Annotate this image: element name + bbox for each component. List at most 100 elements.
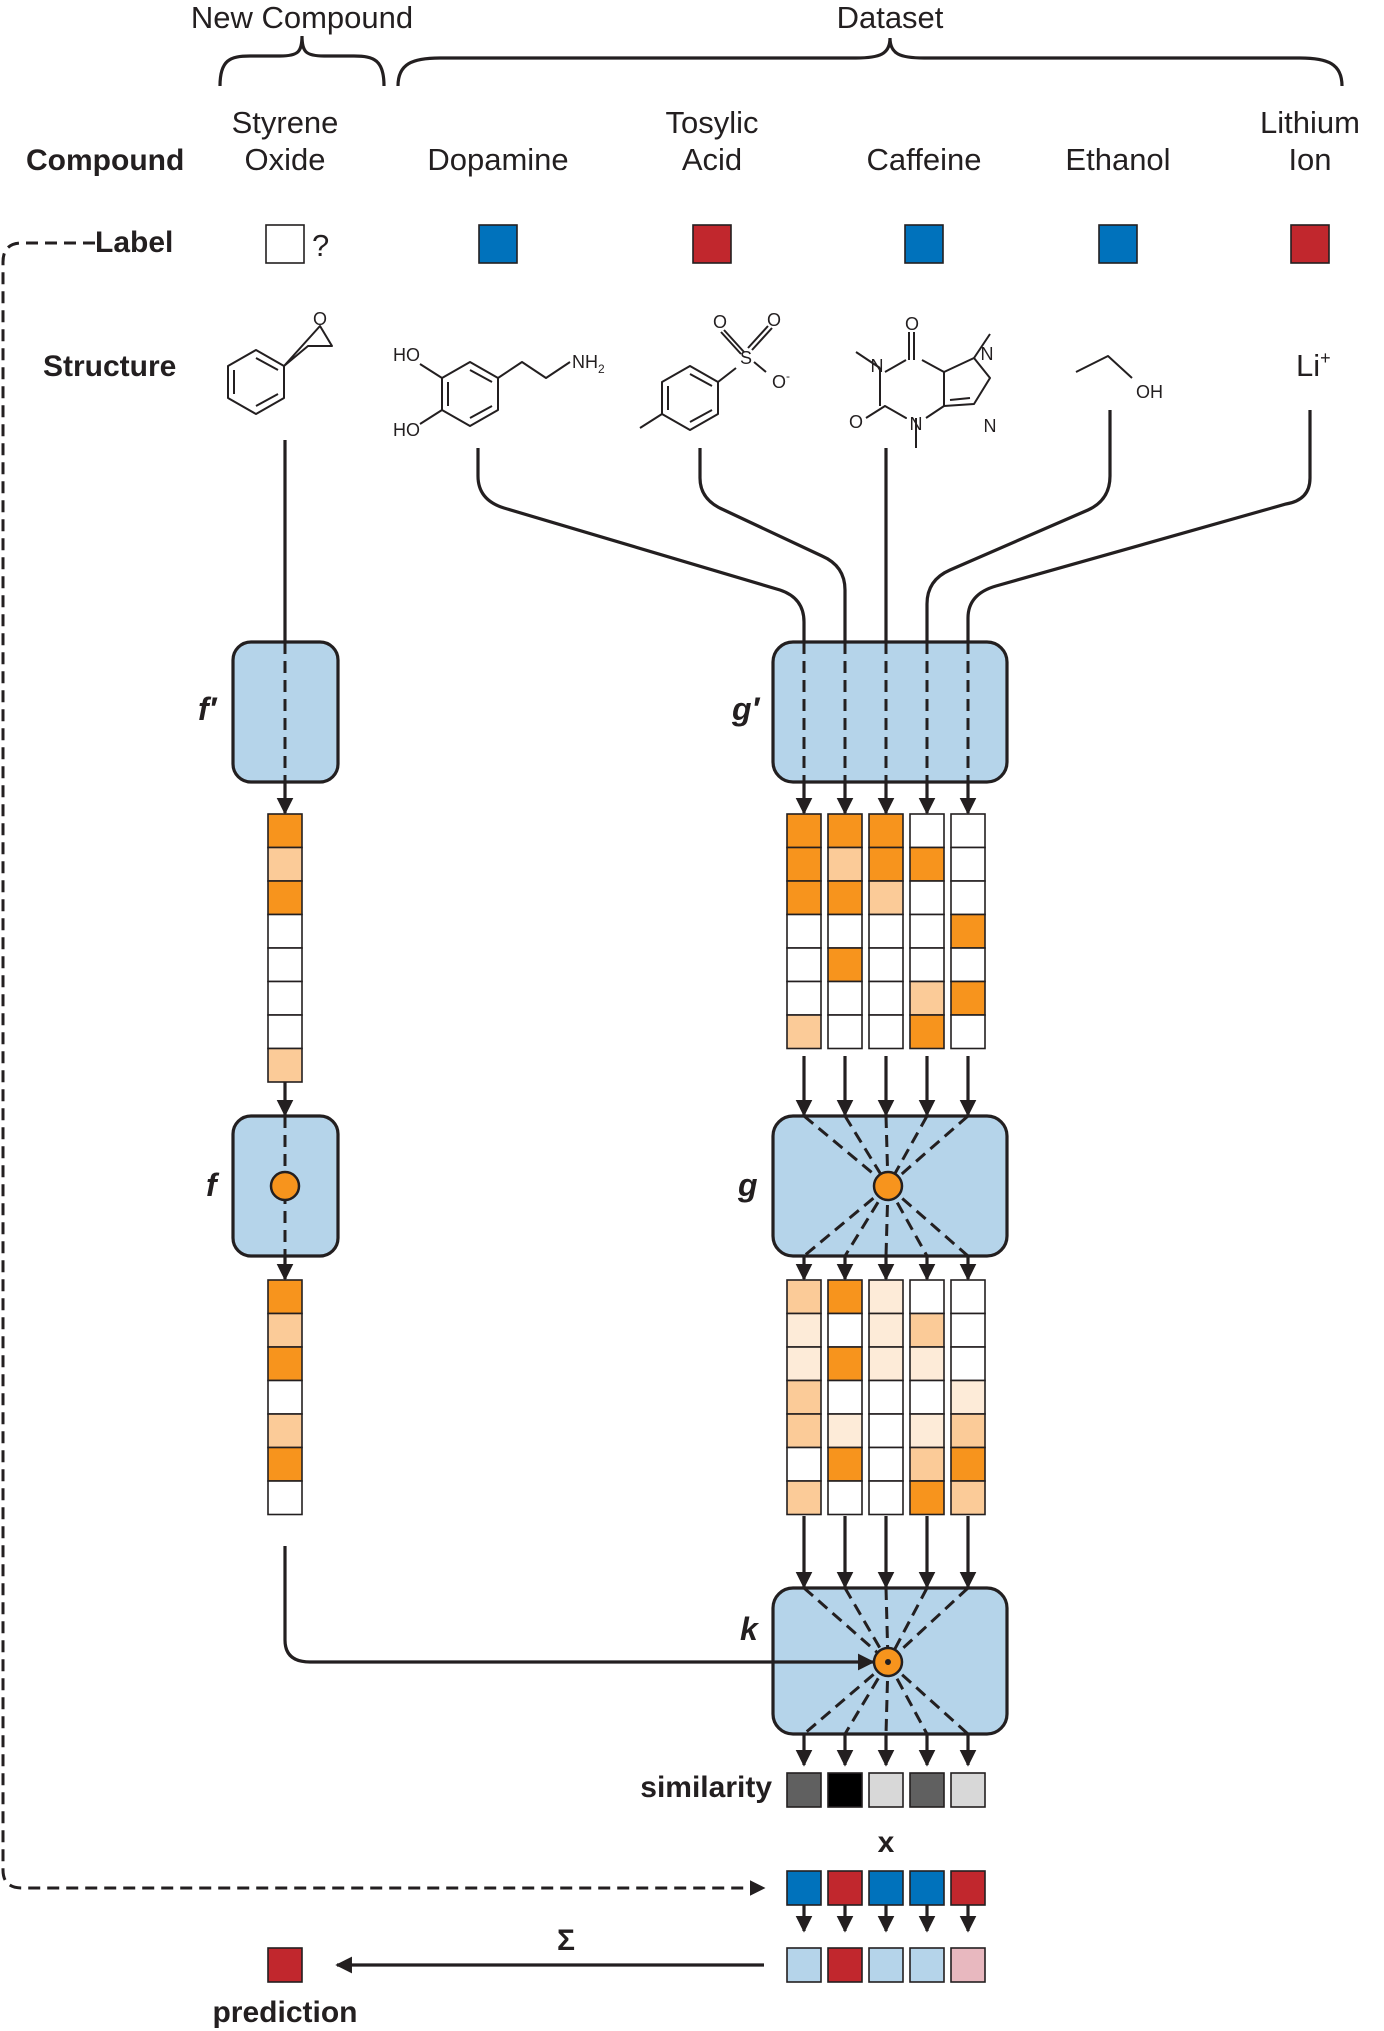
compound-row-label: Compound bbox=[26, 144, 184, 177]
embedding-cell bbox=[950, 1346, 986, 1382]
attention-line-top-4 bbox=[886, 1587, 929, 1663]
dataset-embedding-first-5 bbox=[950, 813, 986, 1050]
ethanol-hydroxyl-label: OH bbox=[1136, 382, 1163, 402]
lithium-symbol: Li bbox=[1296, 348, 1320, 383]
embedding-cell bbox=[267, 1312, 303, 1348]
dataset-embedding-first-1 bbox=[786, 813, 822, 1050]
connector-tosylic-acid bbox=[698, 448, 847, 642]
g-node bbox=[872, 1170, 904, 1202]
embedding-cell bbox=[868, 1014, 904, 1050]
k-node-center bbox=[885, 1659, 891, 1665]
embedding-cell bbox=[267, 1446, 303, 1482]
embedding-cell bbox=[909, 1480, 945, 1516]
caffeine-nitrogen-3: N bbox=[910, 414, 923, 434]
embedding-cell bbox=[827, 1480, 863, 1516]
connector-dopamine bbox=[476, 448, 806, 642]
caffeine-nitrogen-1: N bbox=[871, 356, 884, 376]
compound-caffeine: Caffeine bbox=[867, 142, 982, 177]
f-to-k-connector bbox=[283, 1546, 875, 1671]
embedding-cell bbox=[827, 1014, 863, 1050]
compound-name-line2: Ethanol bbox=[1065, 142, 1170, 177]
embedding-cell bbox=[267, 880, 303, 916]
embedding-cell bbox=[267, 1014, 303, 1050]
x-operator-label: x bbox=[878, 1826, 895, 1859]
f-label: f bbox=[206, 1167, 220, 1203]
amine-subscript: 2 bbox=[598, 362, 605, 376]
attention-line-bottom-3 bbox=[884, 1661, 890, 1735]
embedding-cell bbox=[909, 880, 945, 916]
embedding-cell bbox=[950, 1279, 986, 1315]
dataset-group-label: Dataset bbox=[837, 0, 944, 35]
caffeine-oxygen-top: O bbox=[905, 314, 919, 334]
structure-row-label: Structure bbox=[43, 350, 176, 383]
weighted-label-row bbox=[786, 1947, 986, 1983]
label-row-label: Label bbox=[95, 226, 173, 259]
flow-arrows bbox=[276, 782, 977, 1933]
caffeine-structure: O O N N N N bbox=[849, 314, 997, 448]
dataset-embedding-second-2 bbox=[827, 1279, 863, 1516]
compound-name-line2: Oxide bbox=[245, 142, 326, 177]
embedding-cell bbox=[786, 947, 822, 983]
embedding-cell bbox=[909, 846, 945, 882]
caffeine-oxygen-left: O bbox=[849, 412, 863, 432]
dataset-embedding-second-4 bbox=[909, 1279, 945, 1516]
embedding-cell bbox=[868, 1346, 904, 1382]
dataset-embedding-first-2 bbox=[827, 813, 863, 1050]
embedding-cell bbox=[909, 1446, 945, 1482]
caffeine-nitrogen-7: N bbox=[981, 344, 994, 364]
embedding-cell bbox=[909, 1014, 945, 1050]
similarity-cell-2 bbox=[827, 1772, 863, 1808]
embedding-cell bbox=[909, 1379, 945, 1415]
label-square-lithium-ion bbox=[1290, 224, 1330, 264]
embedding-cell bbox=[827, 846, 863, 882]
embedding-cell bbox=[267, 1346, 303, 1382]
embedding-cell bbox=[786, 1346, 822, 1382]
f-prime-label: f′ bbox=[198, 691, 218, 727]
sigma-label: Σ bbox=[557, 1924, 575, 1957]
compound-name-line1: Styrene bbox=[232, 105, 339, 140]
embedding-cell bbox=[827, 947, 863, 983]
embedding-cell bbox=[267, 846, 303, 882]
attention-line-bottom-2 bbox=[843, 1185, 890, 1257]
g-prime-label: g′ bbox=[731, 691, 761, 727]
weighted-label-cell-2 bbox=[827, 1947, 863, 1983]
dataset-embedding-second-3 bbox=[868, 1279, 904, 1516]
embedding-cell bbox=[267, 913, 303, 949]
styrene-oxide-structure: O bbox=[227, 309, 333, 415]
connector-lithium-ion bbox=[966, 410, 1312, 642]
compound-ethanol: Ethanol bbox=[1065, 142, 1170, 177]
embedding-cell bbox=[267, 1379, 303, 1415]
embedding-cell bbox=[868, 913, 904, 949]
embedding-cell bbox=[267, 1480, 303, 1516]
embedding-cell bbox=[267, 1413, 303, 1449]
embedding-cell bbox=[950, 1446, 986, 1482]
lithium-ion-structure: Li+ bbox=[1296, 348, 1331, 383]
label-vector-cell-4 bbox=[909, 1870, 945, 1906]
dataset-embedding-second-1 bbox=[786, 1279, 822, 1516]
embedding-cell bbox=[827, 1346, 863, 1382]
compound-name-line2: Ion bbox=[1288, 142, 1331, 177]
label-feedback-loop bbox=[1, 241, 766, 1896]
embedding-cell bbox=[786, 1312, 822, 1348]
f-node bbox=[269, 1170, 301, 1202]
prediction-label: prediction bbox=[212, 1996, 357, 2029]
embedding-cell bbox=[950, 1480, 986, 1516]
embedding-cell bbox=[950, 813, 986, 849]
hydroxyl-label-bottom: HO bbox=[393, 420, 420, 440]
g-prime-box bbox=[771, 640, 1009, 784]
embedding-cell bbox=[267, 980, 303, 1016]
embedding-cell bbox=[909, 1279, 945, 1315]
attention-line-bottom-4 bbox=[886, 1185, 929, 1257]
embedding-cell bbox=[909, 947, 945, 983]
embedding-cell bbox=[950, 913, 986, 949]
compound-name-line2: Acid bbox=[682, 142, 742, 177]
similarity-label: similarity bbox=[640, 1771, 772, 1804]
embedding-cell bbox=[827, 980, 863, 1016]
prediction-square bbox=[267, 1947, 303, 1983]
label-square-dopamine bbox=[478, 224, 518, 264]
dopamine-structure: HO HO NH2 bbox=[393, 345, 605, 440]
sulfur-label: S bbox=[740, 348, 752, 368]
amine-label: NH2 bbox=[572, 352, 605, 376]
embedding-cell bbox=[827, 1379, 863, 1415]
